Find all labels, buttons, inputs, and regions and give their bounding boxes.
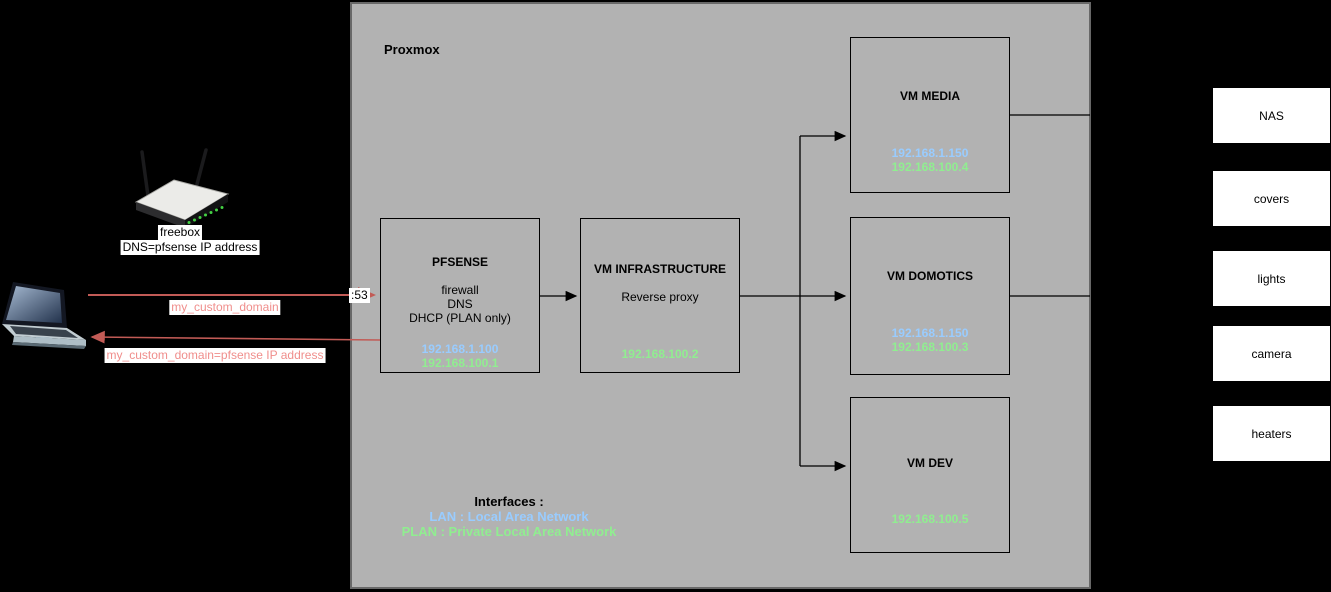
request-arrow-label: my_custom_domain	[169, 300, 281, 315]
vm-media-plan-ip: 192.168.100.4	[891, 160, 969, 174]
legend-lan: LAN : Local Area Network	[429, 509, 589, 524]
node-vm-infrastructure: VM INFRASTRUCTURE Reverse proxy 192.168.…	[580, 218, 740, 373]
node-vm-media-ips: 192.168.1.150 192.168.100.4	[851, 146, 1009, 174]
device-nas: NAS	[1212, 87, 1331, 144]
proxmox-label: Proxmox	[384, 42, 440, 57]
node-vm-domotics-title: VM DOMOTICS	[887, 269, 973, 283]
node-vm-infrastructure-title: VM INFRASTRUCTURE	[594, 262, 726, 276]
node-pfsense: PFSENSE firewall DNS DHCP (PLAN only) 19…	[380, 218, 540, 373]
router-dns-note: DNS=pfsense IP address	[120, 240, 260, 255]
dns-port-label: :53	[349, 288, 370, 303]
laptop-icon	[2, 282, 86, 349]
pfsense-plan-ip: 192.168.100.1	[421, 356, 499, 370]
response-arrow-label: my_custom_domain=pfsense IP address	[104, 348, 326, 363]
node-vm-media-title: VM MEDIA	[900, 89, 960, 103]
device-lights: lights	[1212, 250, 1331, 307]
node-pfsense-services: firewall DNS DHCP (PLAN only)	[381, 283, 539, 325]
device-heaters: heaters	[1212, 405, 1331, 462]
legend-title: Interfaces :	[474, 494, 544, 509]
vm-dev-plan-ip: 192.168.100.5	[891, 512, 969, 526]
node-vm-domotics: VM DOMOTICS 192.168.1.150 192.168.100.3	[850, 217, 1010, 375]
vm-infrastructure-role: Reverse proxy	[621, 290, 699, 304]
node-vm-infrastructure-ips: 192.168.100.2	[581, 347, 739, 361]
node-vm-dev-ips: 192.168.100.5	[851, 512, 1009, 526]
device-covers: covers	[1212, 170, 1331, 227]
node-pfsense-ips: 192.168.1.100 192.168.100.1	[381, 342, 539, 370]
vm-domotics-plan-ip: 192.168.100.3	[891, 340, 969, 354]
router-label: freebox	[157, 225, 203, 240]
node-pfsense-title: PFSENSE	[431, 255, 488, 269]
vm-media-lan-ip: 192.168.1.150	[891, 146, 969, 160]
pfsense-service-dns: DNS	[447, 297, 473, 311]
wifi-router-icon	[134, 148, 230, 228]
node-vm-media: VM MEDIA 192.168.1.150 192.168.100.4	[850, 37, 1010, 193]
node-vm-dev-title: VM DEV	[906, 456, 953, 470]
vm-infrastructure-plan-ip: 192.168.100.2	[621, 347, 699, 361]
interfaces-legend: Interfaces : LAN : Local Area Network PL…	[344, 494, 674, 539]
device-camera: camera	[1212, 325, 1331, 382]
pfsense-service-firewall: firewall	[441, 283, 479, 297]
node-vm-dev: VM DEV 192.168.100.5	[850, 397, 1010, 553]
proxmox-container	[350, 2, 1091, 589]
node-vm-domotics-ips: 192.168.1.150 192.168.100.3	[851, 326, 1009, 354]
legend-plan: PLAN : Private Local Area Network	[401, 524, 617, 539]
pfsense-lan-ip: 192.168.1.100	[421, 342, 499, 356]
vm-domotics-lan-ip: 192.168.1.150	[891, 326, 969, 340]
pfsense-service-dhcp: DHCP (PLAN only)	[409, 311, 511, 325]
